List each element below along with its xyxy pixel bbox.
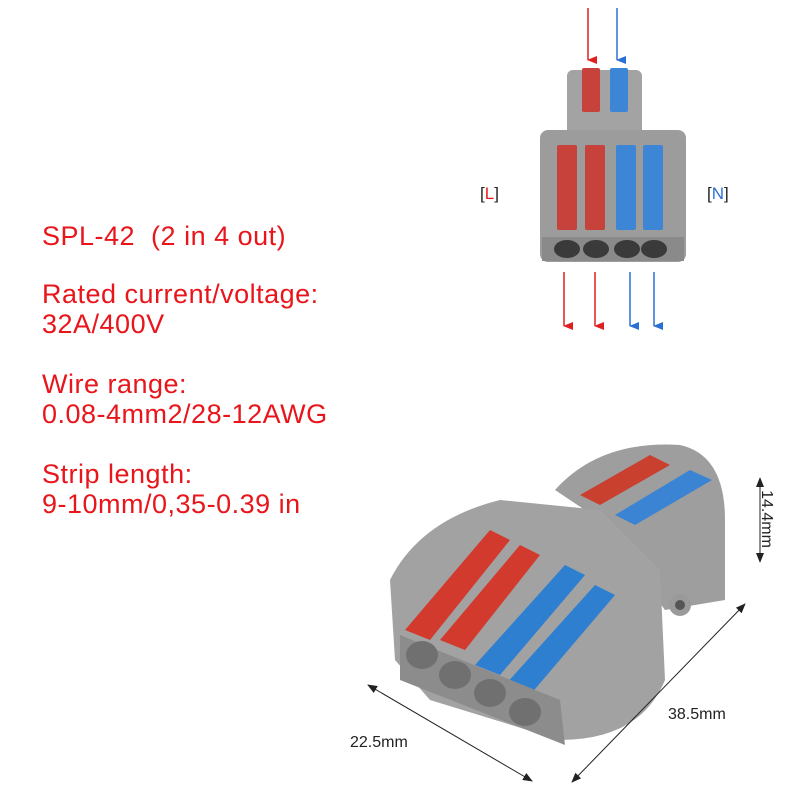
width-dimension-line — [367, 684, 533, 782]
length-dimension-line — [571, 603, 746, 783]
strip-length-value: 9-10mm/0,35-0.39 in — [42, 489, 301, 519]
strip-length-label: Strip length: — [42, 459, 193, 489]
wire-range-label: Wire range: — [42, 369, 188, 399]
rated-label: Rated current/voltage: — [42, 279, 319, 309]
connector-3d-view — [390, 444, 725, 745]
lever-blue — [610, 68, 628, 112]
top-view-connector — [540, 8, 686, 330]
lever-red — [582, 68, 600, 112]
height-dimension: 14.4mm — [757, 490, 775, 548]
live-label: [L] — [480, 184, 499, 203]
width-dimension: 22.5mm — [350, 734, 408, 751]
rated-value: 32A/400V — [42, 309, 165, 339]
neutral-label: [N] — [707, 184, 729, 203]
length-dimension: 38.5mm — [668, 706, 726, 723]
wire-range-value: 0.08-4mm2/28-12AWG — [42, 399, 328, 429]
model-title: SPL-42 (2 in 4 out) — [42, 221, 287, 251]
